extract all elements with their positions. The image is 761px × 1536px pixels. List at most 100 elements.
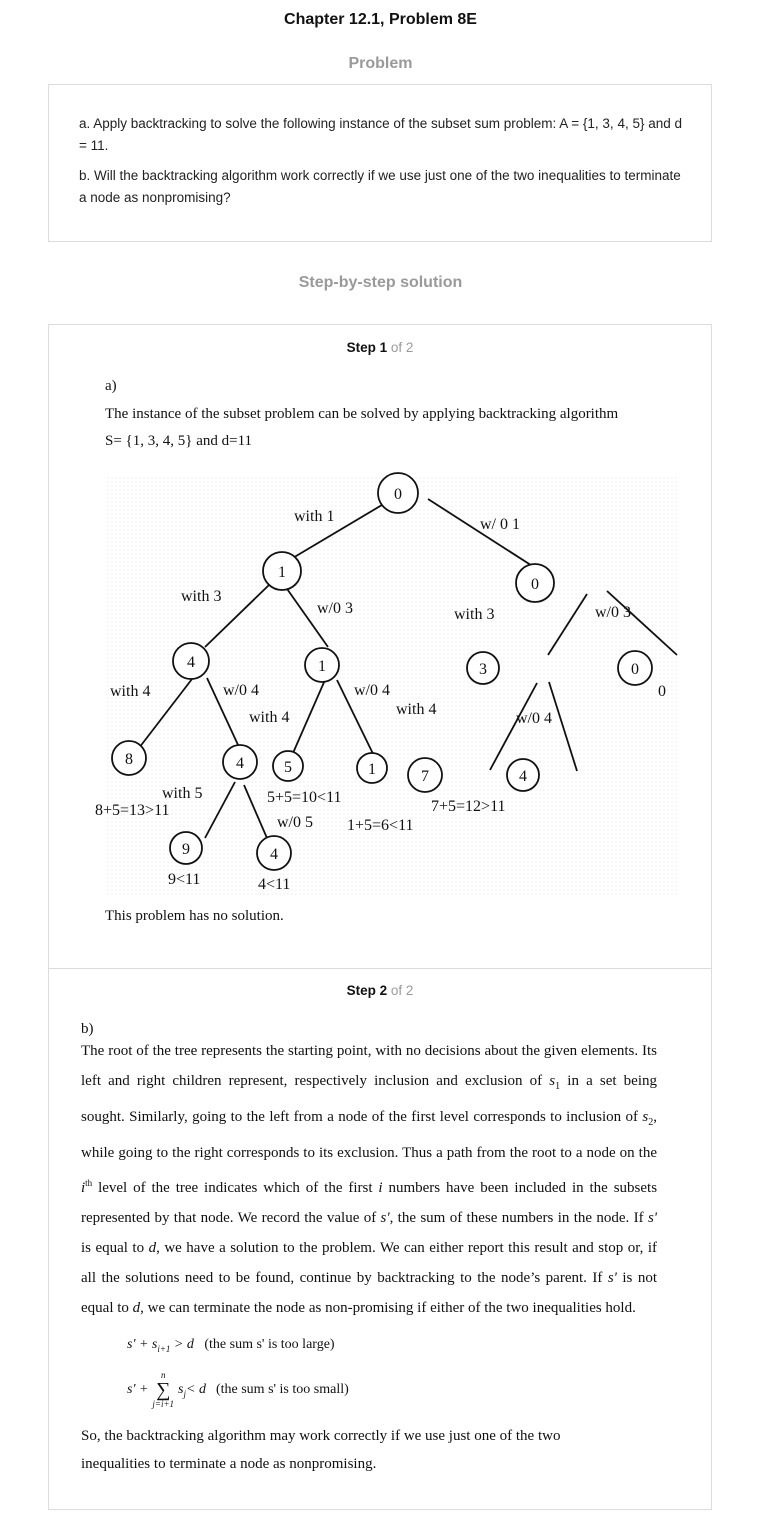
step1-of: of 2: [390, 340, 414, 355]
var-i: i: [81, 1180, 86, 1196]
edge-3-left: [489, 682, 538, 771]
backtracking-tree: 0 1 0 4 1 3 0 8 4 5 1 7 4 9 4 with 1 w/ …: [95, 472, 679, 895]
ineq2-lhs: s' +: [127, 1382, 149, 1397]
edge-label: w/0 4: [223, 682, 259, 699]
node-l4-4: [256, 835, 292, 871]
node-l3-7: [407, 757, 443, 793]
inequality-large: s' + si+1 > d (the sum s' is too large): [127, 1337, 335, 1354]
var-s-prime: s': [380, 1210, 390, 1226]
step1-label: Step 1: [346, 340, 388, 355]
node-l2-0: [617, 650, 653, 686]
node-root: [377, 472, 419, 514]
page-title: Chapter 12.1, Problem 8E: [284, 11, 477, 28]
problem-box: a. Apply backtracking to solve the follo…: [48, 84, 712, 242]
step1-conclusion: This problem has no solution.: [105, 908, 284, 924]
step2-part: b): [81, 1021, 94, 1037]
step2-label: Step 2: [346, 983, 388, 998]
node-l2-3: [466, 651, 500, 685]
sigma-symbol: ∑: [156, 1379, 171, 1401]
var-s: s: [642, 1109, 649, 1125]
annotation: 1+5=6<11: [347, 817, 413, 834]
step1-intro: The instance of the subset problem can b…: [105, 406, 619, 422]
edge-0-left: [547, 593, 588, 656]
node-l3-5: [272, 750, 304, 782]
step2-text-3: , while going to the right corresponds t…: [81, 1109, 658, 1161]
sum-lower: j=i+1: [152, 1399, 175, 1409]
step1-given: S= {1, 3, 4, 5} and d=11: [105, 433, 253, 449]
sum-upper: n: [160, 1370, 166, 1380]
summation: n ∑ j=i+1: [152, 1371, 174, 1409]
edge-label: with 5: [162, 785, 202, 802]
node-l4-9: [169, 831, 203, 865]
edge-label: w/0 5: [277, 814, 313, 831]
superscript: th: [85, 1178, 93, 1188]
edge-label: w/0 4: [354, 682, 390, 699]
step2-text-2: in a set being sought. Similarly, going …: [81, 1073, 657, 1125]
var-s-prime: s': [647, 1210, 657, 1226]
node-label: 3: [479, 661, 487, 678]
node-label: 0: [394, 486, 402, 503]
step2-text-6: , the sum of these numbers in the node. …: [389, 1210, 644, 1226]
edge-label: with 4: [249, 709, 289, 726]
solution-box: Step 1 of 2 a) The instance of the subse…: [48, 324, 712, 1510]
ineq2-rhs: s: [178, 1382, 184, 1397]
edge-1-left: [204, 584, 270, 648]
solution-heading: Step-by-step solution: [298, 274, 463, 291]
node-l2-4: [172, 642, 210, 680]
edge-1b-right: [336, 679, 379, 765]
annotation: 7+5=12>11: [431, 798, 505, 815]
step2-text-5: numbers have been included in the subset…: [81, 1180, 658, 1226]
edge-3-right: [548, 681, 578, 772]
edge-label: with 3: [454, 606, 494, 623]
node-label: 4: [187, 654, 195, 671]
node-label: 7: [421, 768, 429, 785]
step2-text-1: The root of the tree represents the star…: [81, 1043, 657, 1089]
step2-paragraph: The root of the tree represents the star…: [81, 1036, 657, 1323]
edge-label: with 4: [110, 683, 150, 700]
node-label: 4: [519, 768, 527, 785]
edge-label: with 3: [181, 588, 221, 605]
edge-label: w/ 0 1: [480, 516, 520, 533]
annotation: 0: [658, 683, 666, 700]
node-l3-4b: [506, 758, 540, 792]
node-label: 4: [236, 755, 244, 772]
step2-text-4: level of the tree indicates which of the…: [98, 1180, 373, 1196]
node-label: 4: [270, 846, 278, 863]
node-label: 5: [284, 759, 292, 776]
edge-root-right: [427, 498, 538, 570]
subscript: 1: [555, 1081, 561, 1092]
edge-root-left: [280, 498, 393, 566]
node-l1-left: [262, 551, 302, 591]
node-label: 1: [318, 658, 326, 675]
annotation: 8+5=13>11: [95, 802, 169, 819]
node-label: 1: [368, 761, 376, 778]
var-d: d: [148, 1240, 157, 1256]
node-l3-8: [111, 740, 147, 776]
edge-label: w/0 3: [595, 604, 631, 621]
tree-background: [107, 477, 679, 895]
var-i: i: [378, 1180, 383, 1196]
node-l2-1: [304, 647, 340, 683]
ineq2-note: (the sum s' is too small): [215, 1382, 349, 1397]
problem-heading: Problem: [348, 55, 413, 72]
problem-part-a: a. Apply backtracking to solve the follo…: [79, 116, 682, 153]
step1-part: a): [105, 378, 117, 394]
edge-4b-left: [204, 781, 236, 839]
edge-0-right: [606, 590, 678, 656]
annotation: 5+5=10<11: [267, 789, 341, 806]
node-label: 8: [125, 751, 133, 768]
step2-text-10: , we can terminate the node as non-promi…: [140, 1300, 636, 1316]
ineq2-rhs-sub: j: [183, 1389, 187, 1399]
var-s: s: [549, 1073, 556, 1089]
step2-text-7: is equal to: [81, 1240, 145, 1256]
edge-label: with 1: [294, 508, 334, 525]
edge-label: w/0 4: [516, 710, 552, 727]
node-label: 9: [182, 841, 190, 858]
annotation: 4<11: [258, 876, 290, 893]
edge-label: with 4: [396, 701, 436, 718]
node-l3-1: [356, 752, 388, 784]
step2-closing: So, the backtracking algorithm may work …: [81, 1428, 561, 1472]
edge-4b-right: [243, 784, 271, 846]
edge-label: w/0 3: [317, 600, 353, 617]
